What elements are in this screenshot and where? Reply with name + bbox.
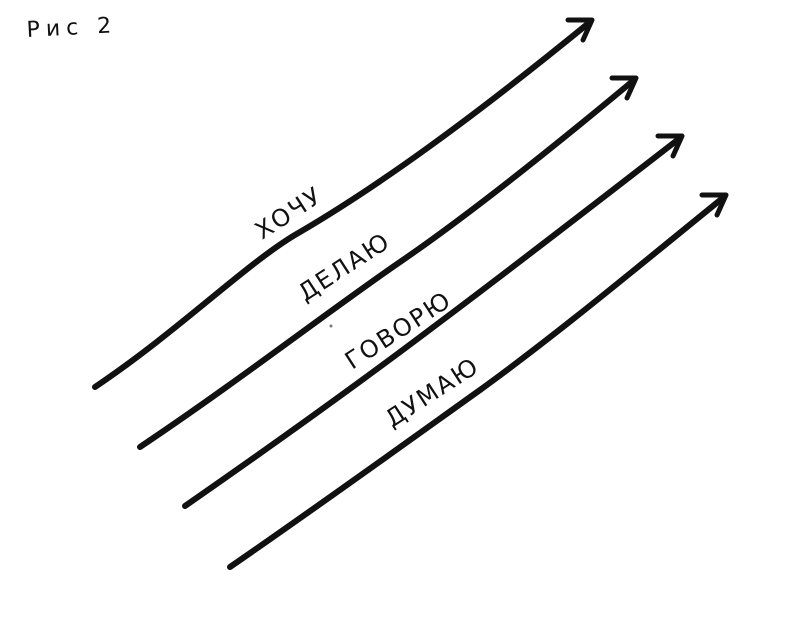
- arrow-speak: ГОВОРЮ: [182, 133, 685, 509]
- arrow-want-head: [565, 17, 595, 43]
- ink-dot: [329, 324, 333, 328]
- arrow-think-line: [227, 194, 727, 570]
- arrow-speak-label: ГОВОРЮ: [340, 286, 457, 376]
- arrow-think-head: [699, 192, 729, 218]
- arrow-do: ДЕЛАЮ: [137, 75, 639, 450]
- arrow-do-label: ДЕЛАЮ: [293, 227, 396, 307]
- arrow-want-line: [92, 19, 593, 390]
- arrow-speak-head: [655, 133, 685, 159]
- arrow-do-line: [137, 77, 637, 450]
- arrow-think: ДУМАЮ: [227, 192, 729, 570]
- arrow-want: ХОЧУ: [92, 17, 595, 390]
- arrow-do-head: [609, 75, 639, 101]
- arrow-speak-line: [182, 135, 683, 509]
